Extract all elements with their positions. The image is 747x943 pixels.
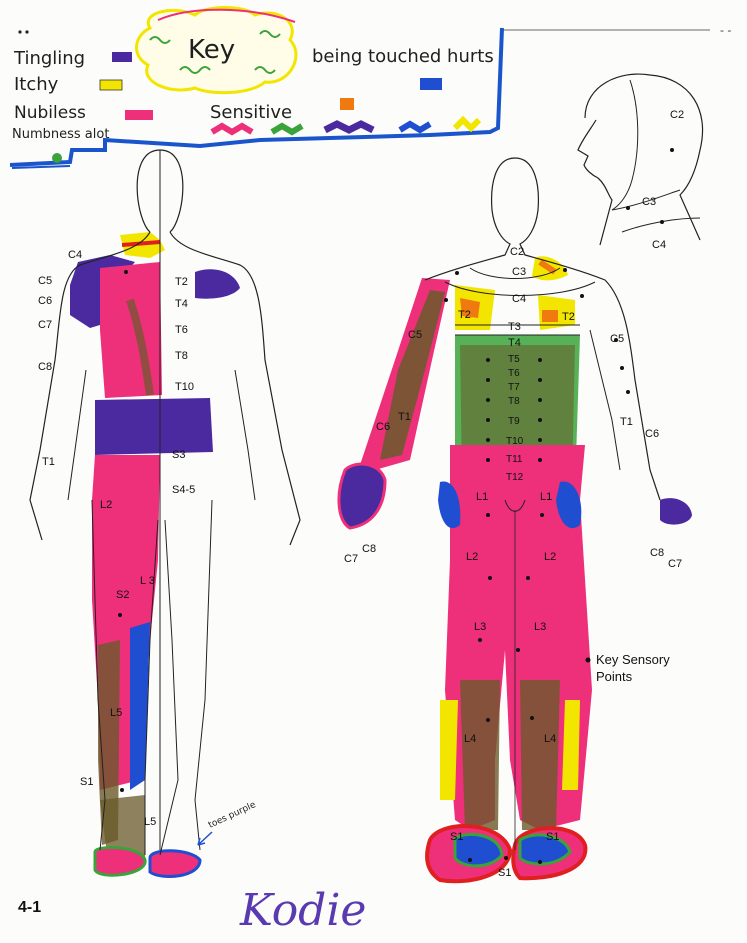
- front-tingling-hand-left: [339, 464, 385, 528]
- key-item-label: Itchy: [14, 74, 59, 95]
- key-swatch-nubiless: [125, 110, 153, 120]
- front-label-c4: C4: [512, 293, 526, 305]
- toes-note: toes purple: [198, 800, 258, 845]
- back-nubiless-upper: [100, 262, 162, 398]
- key-swatch-tingling: [112, 52, 132, 62]
- front-label-t1-left: T1: [398, 411, 411, 423]
- back-label-l2: L2: [100, 499, 112, 511]
- key-item-label: Tingling: [13, 48, 85, 69]
- back-foot-right: [150, 851, 200, 877]
- back-label-t10: T10: [175, 381, 194, 393]
- back-label-s1: S1: [80, 776, 93, 788]
- back-tingling-waist: [95, 398, 213, 455]
- front-label-t5: T5: [508, 354, 520, 365]
- key-box: Key Tingling Itchy Nubiless Numbness alo…: [10, 8, 502, 169]
- back-label-s3: S3: [172, 449, 185, 461]
- head-label-c2: C2: [670, 109, 684, 121]
- front-label-t2-left: T2: [458, 309, 471, 321]
- front-label-t12: T12: [506, 472, 524, 483]
- front-label-t11: T11: [506, 454, 523, 465]
- back-label-l3: L 3: [140, 575, 155, 587]
- back-label-s2: S2: [116, 589, 129, 601]
- back-label-l5: L5: [110, 707, 122, 719]
- front-label-t4: T4: [508, 337, 521, 349]
- front-label-l4-right: L4: [544, 733, 556, 745]
- front-label-t2-right: T2: [562, 311, 575, 323]
- page-header: - -: [18, 23, 731, 37]
- front-label-c6-left: C6: [376, 421, 390, 433]
- key-swatch-touched: [420, 78, 442, 90]
- front-label-l2-left: L2: [466, 551, 478, 563]
- head-profile: C2 C3 C4: [578, 74, 703, 251]
- back-label-t1: T1: [42, 456, 55, 468]
- svg-text:- -: - -: [720, 23, 731, 37]
- legend-note-line1: Key Sensory: [596, 652, 670, 667]
- back-figure: C4 C5 C6 C7 C8 T1 T2 T4 T6 T8 T10 S3 S4-…: [30, 150, 300, 876]
- front-label-t1: T1: [620, 416, 633, 428]
- key-item-label: being touched hurts: [312, 46, 494, 67]
- back-label-c8: C8: [38, 361, 52, 373]
- legend-note-line2: Points: [596, 669, 633, 684]
- front-numbness-shin-left: [460, 680, 500, 830]
- back-label-c7: C7: [38, 319, 52, 331]
- front-label-c7-left: C7: [344, 553, 358, 565]
- back-label-s45: S4-5: [172, 484, 195, 496]
- front-label-l2-right: L2: [544, 551, 556, 563]
- front-label-l1-right: L1: [540, 491, 552, 503]
- back-foot-left: [95, 847, 145, 875]
- key-item-label: Numbness alot: [12, 127, 109, 142]
- head-label-c4: C4: [652, 239, 666, 251]
- front-label-t3: T3: [508, 321, 521, 333]
- key-swatch-numbness: [52, 153, 62, 163]
- front-figure: C2 C3 C4 T2 T2 T3 T4 T5 T6 T7 T8 T9 T10 …: [118, 158, 692, 881]
- front-label-l4-left: L4: [464, 733, 476, 745]
- back-label-c4: C4: [68, 249, 82, 261]
- front-label-c8-left: C8: [362, 543, 376, 555]
- key-title: Key: [188, 35, 235, 65]
- back-label-l5-lower: L5: [144, 816, 156, 828]
- back-label-t8: T8: [175, 350, 188, 362]
- front-label-t9: T9: [508, 416, 520, 427]
- back-touched-calf: [130, 622, 150, 790]
- front-label-t6: T6: [508, 368, 520, 379]
- key-item-label: Sensitive: [210, 102, 292, 123]
- front-label-c5: C5: [610, 333, 624, 345]
- front-label-t7: T7: [508, 382, 520, 393]
- head-label-c3: C3: [642, 196, 656, 208]
- front-label-c5-left: C5: [408, 329, 422, 341]
- back-label-t2: T2: [175, 276, 188, 288]
- front-label-c2: C2: [510, 246, 524, 258]
- front-label-t8: T8: [508, 396, 520, 407]
- back-label-c6: C6: [38, 295, 52, 307]
- front-label-s1-left: S1: [450, 831, 463, 843]
- back-label-t6: T6: [175, 324, 188, 336]
- key-item-label: Nubiless: [14, 103, 86, 123]
- signature: Kodie: [239, 885, 366, 936]
- figure-number: 4-1: [18, 899, 41, 916]
- front-label-s1-right: S1: [546, 831, 559, 843]
- front-label-l3-left: L3: [474, 621, 486, 633]
- front-numbness-shin-right: [520, 680, 560, 830]
- sensory-points-legend: Key Sensory Points: [586, 652, 671, 684]
- front-label-c7-right: C7: [668, 558, 682, 570]
- front-label-c3: C3: [512, 266, 526, 278]
- back-tingling-shoulder-right: [195, 269, 240, 298]
- front-label-l3-right: L3: [534, 621, 546, 633]
- front-label-l1-left: L1: [476, 491, 488, 503]
- front-label-s1-center: S1: [498, 867, 511, 879]
- key-swatch-itchy: [100, 80, 122, 90]
- front-label-t10: T10: [506, 436, 524, 447]
- front-label-c6: C6: [645, 428, 659, 440]
- back-label-c5: C5: [38, 275, 52, 287]
- key-swatch-sensitive: [340, 98, 354, 110]
- back-label-t4: T4: [175, 298, 188, 310]
- toes-note-text: toes purple: [207, 800, 258, 831]
- front-label-c8-right: C8: [650, 547, 664, 559]
